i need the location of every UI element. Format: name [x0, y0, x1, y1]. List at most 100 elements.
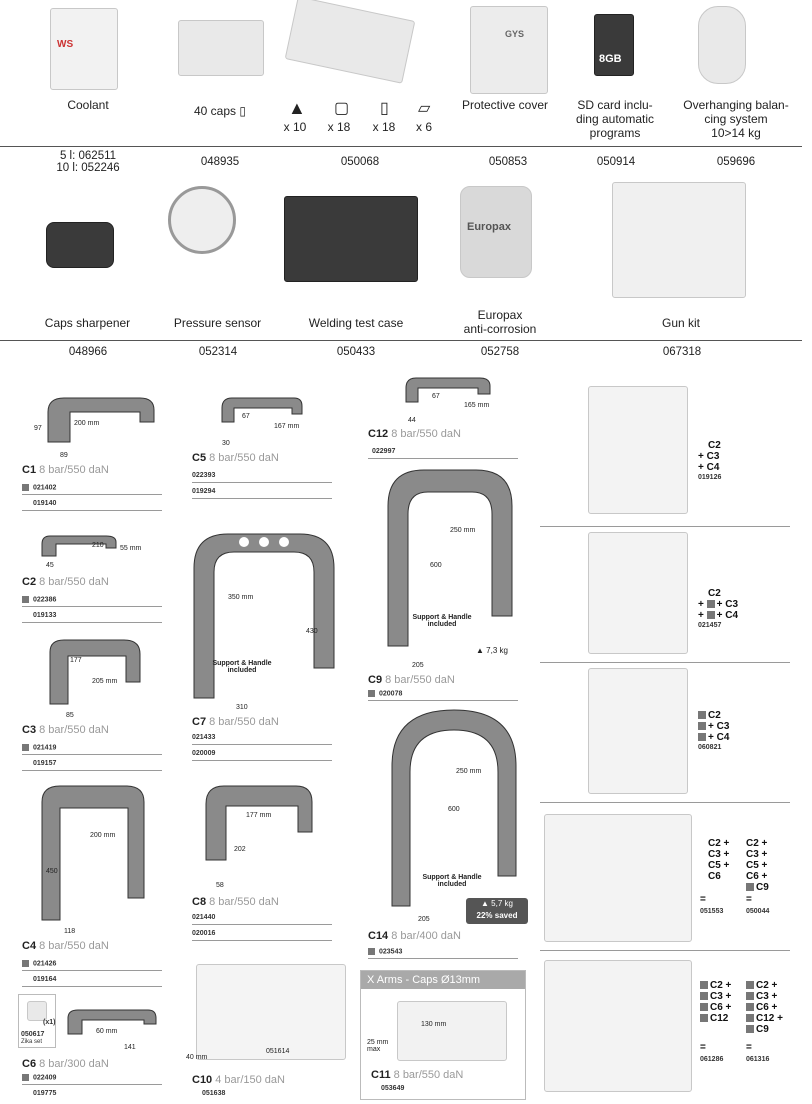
coolant-label: Coolant — [67, 98, 109, 112]
c6-title: C6 8 bar/300 daN — [22, 1058, 109, 1070]
cap-qty: x 18 — [327, 120, 351, 134]
caps-sharpener-code: 048966 — [68, 346, 108, 358]
c5-ref-kit: 019294 — [192, 488, 216, 495]
triangle-cap-icon: ▲ — [288, 98, 306, 118]
c3-ref-arm: 021419 — [22, 744, 56, 751]
c10-ref: 051638 — [202, 1090, 226, 1097]
c7-arm-drawing — [193, 533, 335, 699]
c12-dim-top: 67 — [432, 393, 440, 400]
c6-ref-kit: 019775 — [33, 1090, 57, 1097]
c7-dim-length: 350 mm — [228, 594, 254, 601]
c5-arm-drawing — [221, 397, 303, 423]
c14-title: C14 8 bar/400 daN — [368, 930, 461, 942]
c11-dim-length: 130 mm — [421, 1021, 447, 1028]
kit5-drawing — [544, 960, 692, 1092]
c3-dim-length: 205 mm — [92, 678, 118, 685]
c4-dim-width: 118 — [64, 928, 76, 935]
c8-dim-width: 58 — [216, 882, 224, 889]
caps-assortment-image — [284, 0, 416, 84]
c9-note: Support & Handle included — [412, 614, 472, 628]
kit1-combo: C2 + C3 + C4 — [698, 440, 721, 473]
kit4-combo-a: C2 + C3 + C5 + C6 — [708, 838, 730, 882]
c8-dim-top: 177 mm — [246, 812, 272, 819]
kit2-combo: C2 + + C3 + + C4 — [698, 588, 739, 621]
c7-note: Support & Handle included — [212, 660, 272, 674]
balancer-image — [698, 6, 746, 84]
c1-dim-height: 97 — [34, 425, 42, 432]
c6-arm-drawing — [67, 1009, 157, 1035]
c8-dim-height: 202 — [234, 846, 246, 853]
balancer-label: Overhanging balan- cing system 10>14 kg — [683, 98, 789, 140]
c8-title: C8 8 bar/550 daN — [192, 896, 279, 908]
pressure-sensor-image — [168, 186, 236, 254]
c8-ref-kit: 020016 — [192, 930, 216, 937]
c11-ref: 053649 — [381, 1085, 405, 1092]
kit4-ref-a: 051553 — [700, 908, 724, 915]
welding-test-case-code: 050433 — [336, 346, 376, 358]
c4-dim-height: 450 — [46, 868, 58, 875]
c7-dim-width: 310 — [236, 704, 248, 711]
c7-ref-kit: 020009 — [192, 750, 216, 757]
c3-arm-drawing — [49, 639, 141, 705]
c6-zika-set-box: (x1) 050617 Zika set — [18, 994, 56, 1048]
c11-xarms-panel: X Arms - Caps Ø13mm 130 mm 25 mm max C11… — [360, 970, 526, 1100]
kit5-ref-b: 061316 — [746, 1056, 770, 1063]
caps-sharpener-image — [46, 222, 114, 268]
welding-test-case-image — [284, 196, 418, 282]
angled-cap-icon: ▱ — [418, 100, 431, 117]
kit5-combo-a: C2 + C3 + C6 + C12 — [700, 980, 731, 1024]
c8-ref-arm: 021440 — [192, 914, 216, 921]
kit3-drawing — [588, 668, 688, 794]
cap-icon: ▯ — [239, 104, 246, 118]
c6-zika-image — [27, 1001, 47, 1021]
c14-arm-drawing — [391, 709, 517, 907]
cap-set-code: 050068 — [340, 156, 380, 168]
c6-zika-ref: 050617 — [21, 1031, 45, 1038]
c2-ref-arm: 022386 — [22, 596, 56, 603]
c2-dim-length: 210 — [92, 542, 104, 549]
caps-40-code: 048935 — [200, 156, 240, 168]
cover-logo: GYS — [505, 29, 525, 39]
c11-dim-max: 25 mm max — [367, 1039, 389, 1053]
c5-dim-top: 67 — [242, 413, 250, 420]
kit1-ref: 019126 — [698, 474, 722, 481]
c2-dim-width: 45 — [46, 562, 54, 569]
kit2-drawing — [588, 532, 688, 654]
kit4-eq-b: = — [746, 894, 752, 905]
c7-ref-arm: 021433 — [192, 734, 216, 741]
caps-40-label: 40 caps ▯ — [194, 104, 246, 118]
sd-card-code: 050914 — [596, 156, 636, 168]
welding-test-case-label: Welding test case — [308, 316, 404, 330]
c14-note: Support & Handle included — [422, 874, 482, 888]
protective-cover-image: GYS — [470, 6, 548, 94]
c1-dim-length: 200 mm — [74, 420, 100, 427]
c3-title: C3 8 bar/550 daN — [22, 724, 109, 736]
c6-dim-width: 141 — [124, 1044, 136, 1051]
c10-ref-label: 051614 — [266, 1048, 290, 1055]
kit4-drawing — [544, 814, 692, 942]
caps-box-image — [178, 20, 264, 76]
sd-capacity: 8GB — [599, 53, 622, 65]
c10-dim: 40 mm — [186, 1054, 208, 1061]
c11-header: X Arms - Caps Ø13mm — [361, 971, 525, 989]
c6-ref-arm: 022409 — [22, 1074, 56, 1081]
c12-dim-width: 44 — [408, 417, 416, 424]
c9-title: C9 8 bar/550 daN — [368, 674, 455, 686]
kit4-combo-b: C2 + C3 + C5 + C6 + C9 — [746, 838, 769, 893]
c2-title: C2 8 bar/550 daN — [22, 576, 109, 588]
kit4-eq-a: = — [700, 894, 706, 905]
c12-arm-drawing — [405, 377, 491, 403]
c9-arm-drawing — [387, 469, 513, 647]
c3-dim-width: 85 — [66, 712, 74, 719]
c11-title: C11 8 bar/550 daN — [371, 1069, 464, 1081]
c3-ref-kit: 019157 — [33, 760, 57, 767]
row1-divider — [0, 146, 802, 147]
row2-divider — [0, 340, 802, 341]
c5-dim-width: 30 — [222, 440, 230, 447]
weight-icon: ▲ — [481, 899, 489, 908]
c9-ref: 020078 — [368, 690, 402, 697]
c12-ref: 022997 — [372, 448, 396, 455]
c9-weight: ▲ 7,3 kg — [476, 646, 508, 655]
kit5-combo-b: C2 + C3 + C6 + C12 + C9 — [746, 980, 783, 1035]
kit4-ref-b: 050044 — [746, 908, 770, 915]
